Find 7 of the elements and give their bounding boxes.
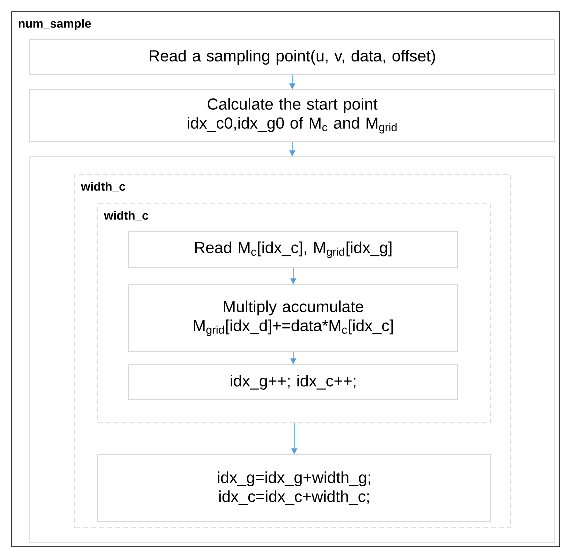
process-box: Calculate the start point idx_c0,idx_g0 of M$_{c}$ and M$_{grid}$: [30, 90, 556, 142]
panel-box: [30, 156, 556, 544]
process-box: Read M$_{c}$[idx_c], M$_{grid}$[idx_g]: [128, 232, 458, 268]
process-box: Multiply accumulate M$_{grid}$[idx_d]+=data*M$_{c}$[idx_c]: [128, 284, 458, 352]
process-box: idx_g=idx_g+width_g; idx_c=idx_c+width_c;: [98, 454, 492, 522]
process-box: Read a sampling point(u, v, data, offset): [30, 40, 556, 76]
process-box: idx_g++; idx_c++;: [128, 364, 458, 400]
